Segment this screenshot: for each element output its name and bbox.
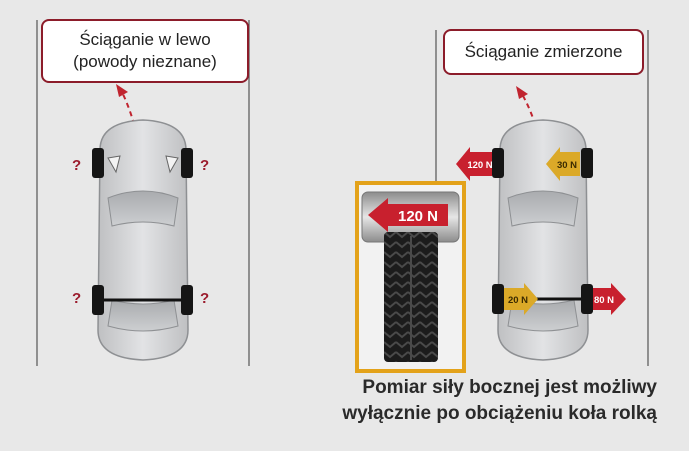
pull-left-arrowhead <box>116 84 128 97</box>
callout-left-line1: Ściąganie w lewo <box>79 30 211 49</box>
wheel-rear-right <box>181 285 193 315</box>
force-arrow-rear-right: 80 N <box>593 283 626 315</box>
question-front-left: ? <box>72 157 81 174</box>
svg-text:20 N: 20 N <box>508 295 528 306</box>
caption-line2: wyłącznie po obciążeniu koła rolką <box>342 403 657 424</box>
wheel-rear-left <box>92 285 104 315</box>
question-rear-right: ? <box>200 290 209 307</box>
svg-text:80 N: 80 N <box>594 295 614 306</box>
tire-force-label: 120 N <box>398 208 438 225</box>
wheel-front-left <box>92 148 104 178</box>
question-rear-left: ? <box>72 290 81 307</box>
callout-right: Ściąganie zmierzone <box>443 29 644 75</box>
car-left <box>92 119 193 361</box>
question-front-right: ? <box>200 157 209 174</box>
wheel-front-right <box>181 148 193 178</box>
force-arrow-rear-left: 20 N <box>504 283 538 315</box>
car-windshield <box>107 190 179 227</box>
svg-text:120 N: 120 N <box>467 160 492 171</box>
pull-measured-arrowhead <box>516 86 528 99</box>
wheel-rear-left <box>492 284 504 314</box>
tire-inset: 120 N <box>355 181 466 373</box>
left-panel: ? ? ? ? <box>36 20 250 366</box>
right-panel: 120 N 30 N 20 N 80 N <box>435 30 649 366</box>
caption-line1: Pomiar siły bocznej jest możliwy <box>362 377 657 398</box>
caption: Pomiar siły bocznej jest możliwy wyłączn… <box>237 375 657 427</box>
force-arrow-front-left: 120 N <box>456 147 493 181</box>
wheel-front-left <box>492 148 504 178</box>
callout-left-line2: (powody nieznane) <box>73 52 217 71</box>
callout-left: Ściąganie w lewo (powody nieznane) <box>41 19 249 83</box>
car-windshield <box>507 190 579 227</box>
steering-knuckle-left <box>107 155 121 174</box>
wheel-rear-right <box>581 284 593 314</box>
force-arrow-front-right: 30 N <box>546 147 580 181</box>
svg-text:30 N: 30 N <box>557 160 577 171</box>
tire-force-arrow <box>368 198 448 232</box>
steering-knuckle-right <box>165 155 179 174</box>
wheel-front-right <box>581 148 593 178</box>
callout-right-text: Ściąganie zmierzone <box>464 42 623 61</box>
car-rear-window <box>107 299 179 332</box>
